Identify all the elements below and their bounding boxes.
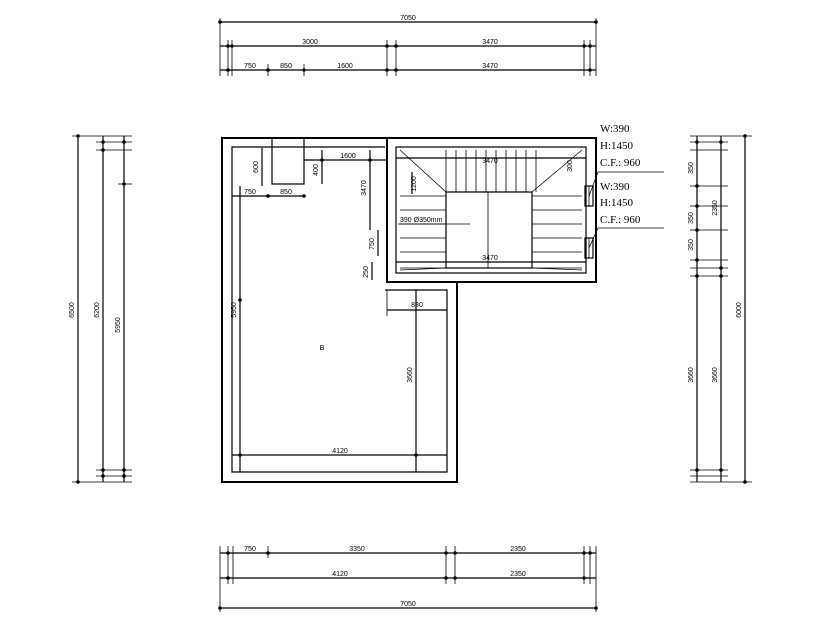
room-label: B [320, 345, 325, 352]
dim-4120: 4120 [332, 448, 348, 455]
dim-600: 600 [253, 161, 260, 173]
left-outer-label: 6500 [69, 302, 76, 318]
right-lower-1: 3660 [688, 367, 695, 383]
dim-250: 250 [363, 266, 370, 278]
right-part-2: 350 [688, 212, 695, 224]
bottom-overall-label: 7050 [400, 601, 416, 608]
bottom-row2-2350: 2350 [510, 571, 526, 578]
right-part-3: 350 [688, 239, 695, 251]
left-inner-label: 5950 [115, 317, 122, 333]
dim-750-vertical: 750 [369, 238, 376, 250]
bottom-row1-2350: 2350 [510, 546, 526, 553]
dim-850: 850 [280, 189, 292, 196]
top-row3-1600: 1600 [337, 63, 353, 70]
window-2-width: W:390 [600, 181, 630, 193]
top-row2-3470: 3470 [482, 39, 498, 46]
bottom-row1-750: 750 [244, 546, 256, 553]
dim-5950: 5950 [231, 302, 238, 318]
dim-1600: 1600 [340, 153, 356, 160]
window-2-height: H:1450 [600, 197, 634, 209]
top-row3-3470: 3470 [482, 63, 498, 70]
top-row3-750: 750 [244, 63, 256, 70]
right-dimensions: 350 350 350 3660 2350 3660 6000 [688, 134, 752, 484]
top-dimensions: 7050 3000 3470 750 850 1600 3470 [218, 15, 598, 76]
top-overall-label: 7050 [400, 15, 416, 22]
right-part-1: 350 [688, 162, 695, 174]
dim-750: 750 [244, 189, 256, 196]
window-notes: W:390 H:1450 C.F.: 960 W:390 H:1450 C.F.… [588, 123, 664, 249]
opening-label: 390 Ø350mm [400, 217, 443, 224]
right-overall-label: 6000 [736, 302, 743, 318]
dim-3470-bottom: 3470 [482, 255, 498, 262]
dim-400: 400 [313, 164, 320, 176]
dim-3470-top: 3470 [482, 158, 498, 165]
right-upper-label: 2350 [712, 200, 719, 216]
left-dimensions: 6500 6200 5950 [69, 134, 132, 484]
dim-1200: 1200 [411, 176, 418, 192]
dim-3660: 3660 [407, 367, 414, 383]
top-row3-850: 850 [280, 63, 292, 70]
window-2-sill: C.F.: 960 [600, 214, 641, 226]
dim-830: 830 [411, 302, 423, 309]
dim-3470-vertical: 3470 [361, 180, 368, 196]
interior-dimensions: 600 750 850 1600 400 3470 3470 1200 3470… [231, 148, 586, 472]
top-row2-3000: 3000 [302, 39, 318, 46]
right-lower-2: 3660 [712, 367, 719, 383]
building-walls [221, 137, 597, 483]
window-1-width: W:390 [600, 123, 630, 135]
bottom-row2-4120: 4120 [332, 571, 348, 578]
bottom-dimensions: 750 3350 2350 4120 2350 7050 [218, 546, 598, 612]
window-1-sill: C.F.: 960 [600, 157, 641, 169]
dim-300: 300 [567, 160, 574, 172]
bottom-row1-3350: 3350 [349, 546, 365, 553]
left-middle-label: 6200 [94, 302, 101, 318]
window-1-height: H:1450 [600, 140, 634, 152]
staircase [399, 149, 583, 271]
